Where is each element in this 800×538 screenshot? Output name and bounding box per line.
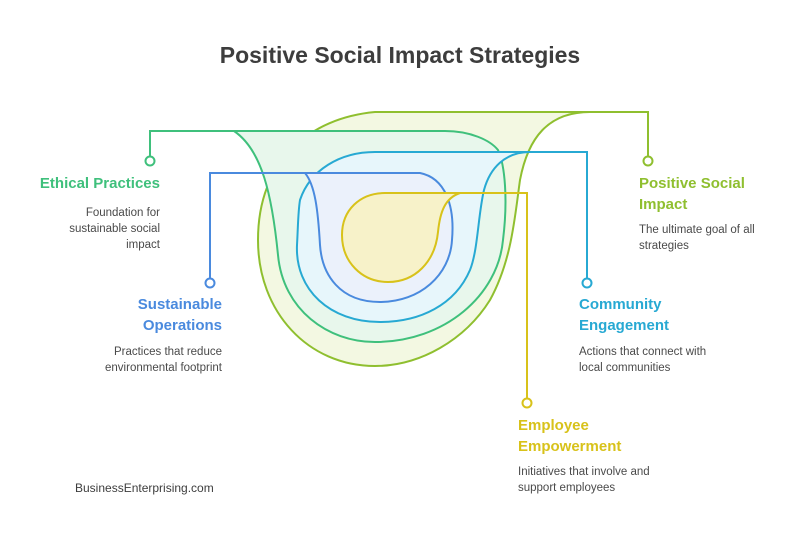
endpoint-employee-empowerment (521, 397, 533, 409)
endpoint-sustainable-operations (204, 277, 216, 289)
connector-employee-empowerment (460, 192, 528, 398)
endpoint-positive-social-impact (642, 155, 654, 167)
endpoint-ethical-practices (144, 155, 156, 167)
sustainable-operations-label: Sustainable Operations (137, 296, 222, 334)
sustainable-operations-description: Practices that reduce environmental foot… (105, 346, 222, 374)
community-engagement-description: Actions that connect with local communit… (579, 346, 707, 374)
footer-source: BusinessEnterprising.com (75, 481, 214, 495)
ethical-practices-label: Ethical Practices (39, 175, 160, 192)
connector-positive-social-impact (590, 111, 649, 156)
endpoint-community-engagement (581, 277, 593, 289)
positive-social-impact-description: The ultimate goal of all strategies (639, 224, 755, 252)
positive-social-impact-label: Positive Social Impact (639, 175, 745, 213)
connector-ethical-practices (149, 130, 234, 156)
connector-sustainable-operations (209, 172, 305, 278)
connector-community-engagement (530, 151, 588, 278)
community-engagement-label: Community Engagement (579, 296, 670, 334)
page-title: Positive Social Impact Strategies (219, 42, 581, 68)
ethical-practices-description: Foundation for sustainable social impact (69, 207, 160, 251)
employee-empowerment-description: Initiatives that involve and support emp… (518, 466, 650, 494)
ring-employee-empowerment (340, 192, 461, 284)
employee-empowerment-label: Employee Empowerment (518, 417, 622, 455)
